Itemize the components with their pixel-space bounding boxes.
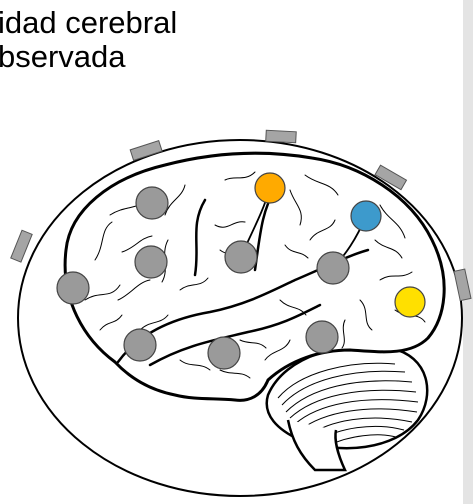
electrode-gray	[56, 271, 90, 305]
electrode-gray	[305, 320, 339, 354]
diagram-title: idad cerebral bservada	[0, 6, 177, 74]
scalp-pad	[453, 268, 472, 302]
scalp-pad	[374, 164, 408, 191]
scalp-pad	[10, 229, 33, 263]
scalp-pads	[10, 129, 472, 302]
electrode-gray	[135, 186, 169, 220]
title-line-2: bservada	[0, 39, 126, 74]
scalp-pad	[129, 139, 163, 161]
electrode-orange	[254, 172, 286, 204]
electrode-gray	[134, 245, 168, 279]
electrode-gray	[207, 336, 241, 370]
side-strip	[463, 0, 473, 504]
head-outline	[17, 139, 463, 497]
electrodes	[56, 172, 426, 370]
title-line-1: idad cerebral	[0, 5, 178, 40]
brain-stem	[286, 419, 347, 472]
electrode-gray	[316, 251, 350, 285]
electrode-blue	[350, 200, 382, 232]
scalp-pad	[265, 129, 297, 144]
electrode-yellow	[394, 286, 426, 318]
electrode-gray	[123, 328, 157, 362]
electrode-gray	[224, 240, 258, 274]
